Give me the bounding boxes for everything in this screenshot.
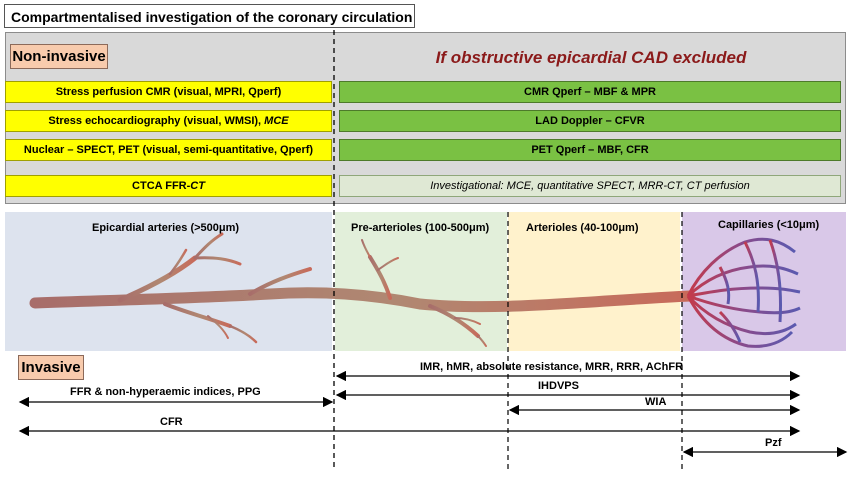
nuclear-box: Nuclear – SPECT, PET (visual, semi-quant… xyxy=(5,139,332,161)
vessel-tree-illustration xyxy=(29,232,801,348)
arrow-label-ffr: FFR & non-hyperaemic indices, PPG xyxy=(70,386,261,398)
box-text-italic: MCE xyxy=(264,115,289,127)
investigational-box: Investigational: MCE, quantitative SPECT… xyxy=(339,175,841,197)
box-text: PET Qperf – MBF, CFR xyxy=(531,144,649,156)
lad-doppler-box: LAD Doppler – CFVR xyxy=(339,110,841,132)
invasive-tag: Invasive xyxy=(18,355,84,380)
arrow-label-ihdvps: IHDVPS xyxy=(538,380,579,392)
arrow-label-wia: WIA xyxy=(645,396,667,408)
arrow-label-pzf: Pzf xyxy=(765,437,782,449)
region-arterioles xyxy=(508,212,680,351)
capillary-bed xyxy=(686,237,801,348)
region-label-prearterioles: Pre-arterioles (100-500μm) xyxy=(351,222,490,234)
box-text: CMR Qperf – MBF & MPR xyxy=(524,86,656,98)
region-label-epicardial: Epicardial arteries (>500μm) xyxy=(92,222,240,234)
box-text: CTCA FFR- xyxy=(132,180,191,192)
region-label-arterioles: Arterioles (40-100μm) xyxy=(526,222,639,234)
pet-qperf-box: PET Qperf – MBF, CFR xyxy=(339,139,841,161)
stress-perfusion-cmr-box: Stress perfusion CMR (visual, MPRI, Qper… xyxy=(5,81,332,103)
artery-tree xyxy=(29,232,696,347)
noninvasive-tag: Non-invasive xyxy=(10,44,108,69)
box-text: LAD Doppler – CFVR xyxy=(535,115,645,127)
cad-excluded-title: If obstructive epicardial CAD excluded xyxy=(435,48,747,67)
box-text: Stress echocardiography (visual, WMSI), xyxy=(48,115,265,127)
arrow-label-cfr: CFR xyxy=(160,416,183,428)
stress-echo-box: Stress echocardiography (visual, WMSI), … xyxy=(5,110,332,132)
box-text: Stress perfusion CMR (visual, MPRI, Qper… xyxy=(55,86,282,98)
region-prearterioles xyxy=(335,212,507,351)
arrow-label-imr: IMR, hMR, absolute resistance, MRR, RRR,… xyxy=(420,361,684,373)
box-text-italic: CT xyxy=(190,180,205,192)
page-title: Compartmentalised investigation of the c… xyxy=(4,4,415,28)
cmr-qperf-box: CMR Qperf – MBF & MPR xyxy=(339,81,841,103)
ctca-ffr-ct-box: CTCA FFR-CT xyxy=(5,175,332,197)
box-text: Nuclear – SPECT, PET (visual, semi-quant… xyxy=(23,144,314,156)
region-label-capillaries: Capillaries (<10μm) xyxy=(718,219,820,231)
